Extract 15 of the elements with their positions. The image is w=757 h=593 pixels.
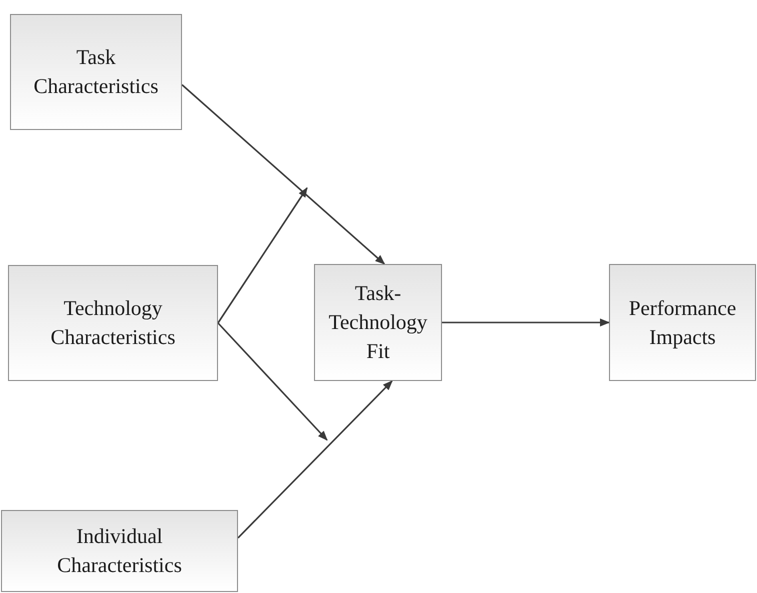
arrow: [237, 380, 393, 538]
box-label: Task Characteristics: [32, 44, 160, 100]
box-label: Technology Characteristics: [50, 295, 176, 351]
concept-box: [314, 264, 442, 381]
arrow: [181, 84, 386, 265]
box-label: Task-Technology Fit: [328, 280, 428, 365]
box-label: Individual Characteristics: [56, 523, 183, 579]
box-label: Performance Impacts: [628, 294, 738, 350]
concept-box: [1, 510, 238, 592]
concept-box: [10, 14, 182, 130]
arrow: [442, 318, 610, 326]
concept-box: [609, 264, 756, 381]
concept-box: [8, 265, 218, 381]
arrow: [217, 322, 328, 441]
arrow: [217, 187, 308, 324]
